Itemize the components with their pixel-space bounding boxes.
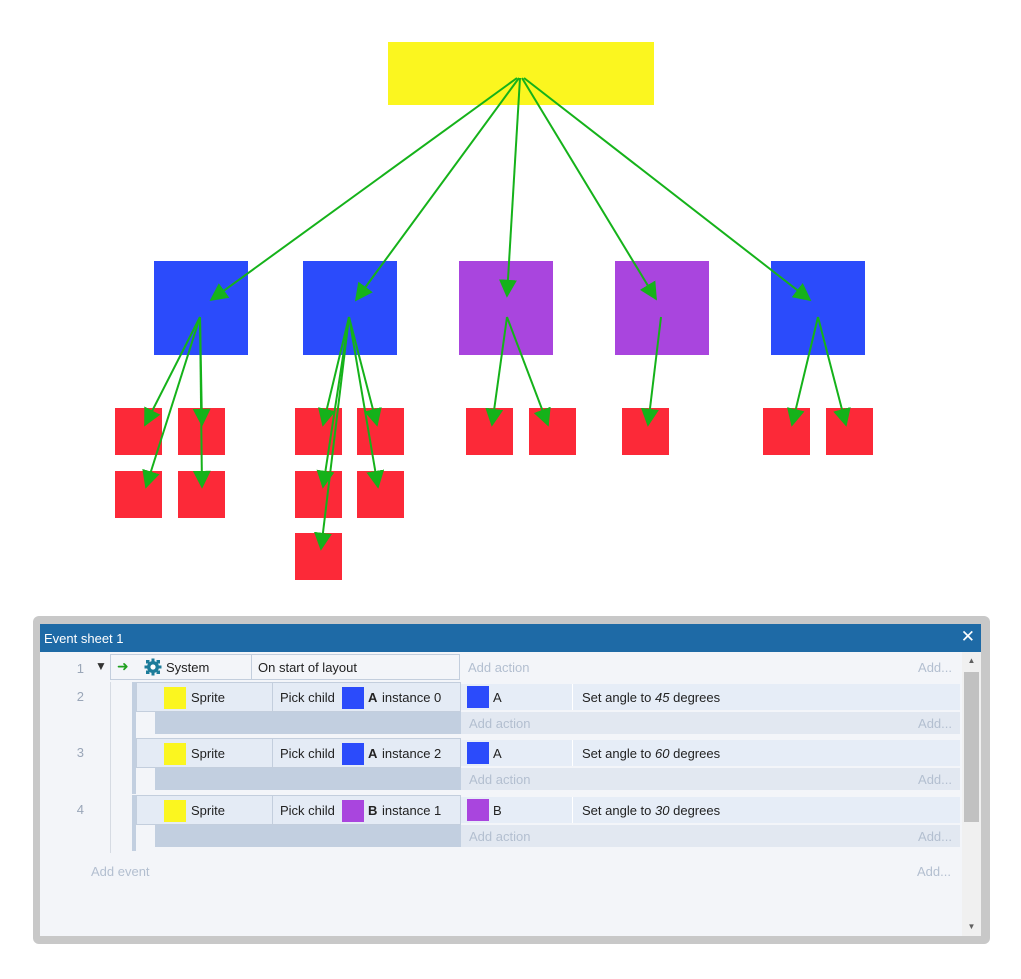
sprite-swatch [164, 800, 186, 822]
arrow [318, 316, 350, 427]
event-object-name: Sprite [191, 746, 225, 761]
event-sheet-window: Event sheet 1 ✕ 1 ▼ ➜ Syst [33, 616, 990, 944]
gear-icon [144, 658, 162, 676]
child-b-instance-0[interactable] [459, 261, 553, 355]
arrow [485, 316, 508, 427]
arrow [641, 316, 662, 427]
vertical-scrollbar[interactable]: ▲ ▼ [962, 652, 981, 936]
add-action-row[interactable]: Add action Add... [461, 712, 960, 734]
action-object-name: B [493, 803, 502, 818]
arrow [142, 316, 201, 489]
action-text: Set angle to 45 degrees [582, 690, 721, 705]
event-object-name: System [166, 660, 210, 675]
arrow [348, 316, 382, 427]
hierarchy-arrows [142, 77, 851, 551]
event-number: 4 [76, 802, 84, 817]
event-number: 2 [76, 689, 84, 704]
angle-value: 60 [655, 746, 670, 761]
arrow [192, 316, 211, 489]
arrow [144, 316, 201, 427]
arrow [354, 77, 520, 302]
add-action-link[interactable]: Add action [469, 716, 531, 731]
pick-child-label: Pick child [280, 746, 335, 761]
parent-sprite[interactable] [388, 42, 654, 105]
add-action-row[interactable]: Add action Add... [461, 825, 960, 847]
trigger-arrow-icon: ➜ [117, 658, 129, 674]
action-row[interactable]: A Set angle to 60 degrees [461, 740, 960, 766]
event-sheet-panel: Event sheet 1 ✕ 1 ▼ ➜ Syst [40, 624, 981, 936]
event-number: 1 [76, 661, 84, 676]
pick-child-label: Pick child [280, 803, 335, 818]
action-row[interactable]: B Set angle to 30 degrees [461, 797, 960, 823]
event-1-condition-block[interactable]: ➜ System On start of layout [110, 654, 460, 680]
child-name: A [368, 746, 378, 761]
add-action-link[interactable]: Add action [469, 772, 531, 787]
add-more-link[interactable]: Add... [918, 772, 952, 787]
event-sheet-title: Event sheet 1 [44, 631, 124, 646]
angle-value: 45 [655, 690, 670, 705]
arrow [817, 316, 851, 427]
arrow [209, 77, 518, 302]
add-action-row[interactable]: Add action Add... [460, 656, 960, 678]
add-action-row[interactable]: Add action Add... [461, 768, 960, 790]
sprite-swatch [164, 743, 186, 765]
action-row[interactable]: A Set angle to 45 degrees [461, 684, 960, 710]
action-object-name: A [493, 690, 502, 705]
child-name: A [368, 690, 378, 705]
event-number: 3 [76, 745, 84, 760]
event-object-name: Sprite [191, 803, 225, 818]
child-name: B [368, 803, 378, 818]
event-4-condition-block[interactable]: Sprite Pick child B instance 1 [136, 795, 461, 825]
add-more-link[interactable]: Add... [918, 829, 952, 844]
scroll-thumb[interactable] [964, 672, 979, 822]
action-object-name: A [493, 746, 502, 761]
action-text: Set angle to 60 degrees [582, 746, 721, 761]
event-3-condition-block[interactable]: Sprite Pick child A instance 2 [136, 738, 461, 768]
arrow [523, 77, 812, 302]
instance-label: instance 2 [382, 746, 442, 761]
arrow [498, 77, 521, 298]
child-a-instance-1[interactable] [303, 261, 397, 355]
action-text: Set angle to 30 degrees [582, 803, 721, 818]
child-a-swatch [342, 743, 364, 765]
event-sheet-titlebar: Event sheet 1 ✕ [40, 624, 981, 652]
add-more-link[interactable]: Add... [917, 864, 951, 879]
condition-text: On start of layout [258, 660, 357, 675]
child-a-swatch [467, 742, 489, 764]
event-2-condition-block[interactable]: Sprite Pick child A instance 0 [136, 682, 461, 712]
add-more-link[interactable]: Add... [918, 660, 952, 675]
arrow [521, 77, 657, 301]
instance-label: instance 1 [382, 803, 442, 818]
sprite-swatch [164, 687, 186, 709]
arrow [314, 316, 350, 551]
child-a-swatch [467, 686, 489, 708]
close-icon[interactable]: ✕ [960, 627, 975, 646]
add-event-link[interactable]: Add event [91, 864, 150, 879]
child-b-swatch [342, 800, 364, 822]
instance-label: instance 0 [382, 690, 442, 705]
arrow [348, 316, 385, 489]
child-a-swatch [342, 687, 364, 709]
child-b-swatch [467, 799, 489, 821]
event-sheet-body: 1 ▼ ➜ System On start of layout [40, 652, 981, 936]
layout-scene [115, 42, 873, 580]
angle-value: 30 [655, 803, 670, 818]
pick-child-label: Pick child [280, 690, 335, 705]
event-object-name: Sprite [191, 690, 225, 705]
arrow [506, 316, 551, 427]
scroll-down-icon[interactable]: ▼ [967, 922, 976, 931]
collapse-triangle-icon[interactable]: ▼ [95, 659, 107, 673]
add-action-link[interactable]: Add action [469, 829, 531, 844]
add-more-link[interactable]: Add... [918, 716, 952, 731]
scroll-up-icon[interactable]: ▲ [967, 656, 976, 665]
child-a-instance-2[interactable] [771, 261, 865, 355]
add-action-link[interactable]: Add action [468, 660, 530, 675]
arrow [787, 316, 819, 427]
child-b-instance-1[interactable] [615, 261, 709, 355]
